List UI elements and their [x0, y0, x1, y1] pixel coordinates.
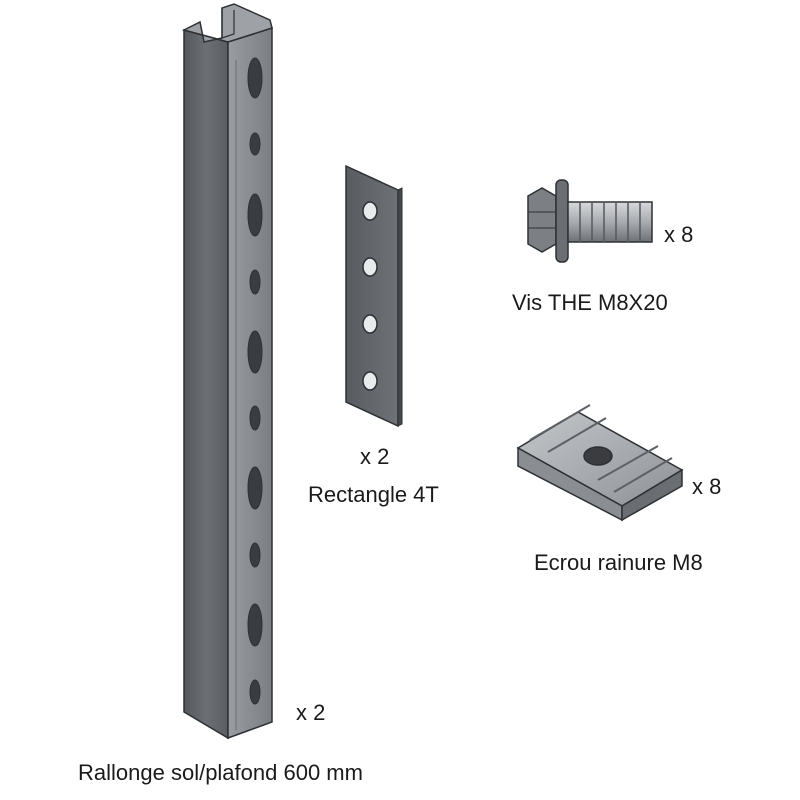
nut-image	[516, 404, 684, 522]
plate-qty: x 2	[360, 444, 390, 469]
rail-qty: x 2	[296, 700, 326, 725]
screw-qty: x 8	[664, 222, 694, 247]
nut-qty: x 8	[692, 474, 722, 499]
rail-name: Rallonge sol/plafond 600 mm	[78, 760, 363, 785]
rail-image	[181, 3, 273, 740]
plate-image	[345, 164, 403, 428]
plate-name: Rectangle 4T	[308, 482, 439, 507]
screw-image	[527, 179, 653, 263]
screw-name: Vis THE M8X20	[512, 290, 668, 315]
nut-name: Ecrou rainure M8	[534, 550, 703, 575]
